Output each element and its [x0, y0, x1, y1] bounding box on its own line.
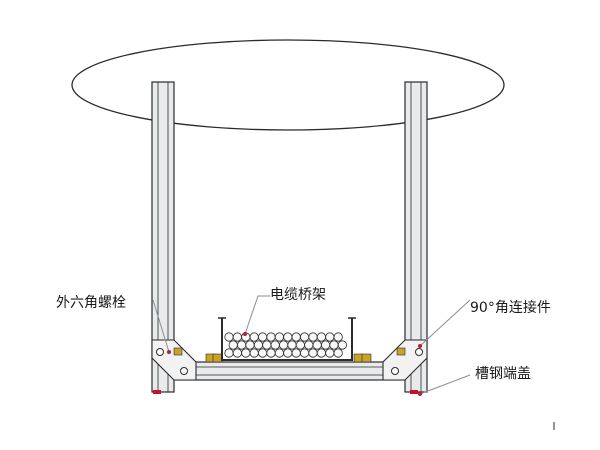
cable	[232, 348, 242, 358]
cable	[266, 348, 276, 358]
cable	[325, 348, 335, 358]
right-angle-connector	[382, 339, 428, 381]
cable	[270, 340, 280, 350]
cable	[291, 332, 301, 342]
cable	[329, 340, 339, 350]
cable	[257, 348, 268, 358]
ceiling-ellipse	[71, 39, 505, 131]
cable	[304, 340, 314, 350]
cable-bundle	[224, 332, 347, 358]
cable	[253, 340, 263, 350]
cable	[337, 340, 347, 350]
cable	[232, 332, 242, 342]
cable	[333, 348, 343, 358]
cable	[308, 332, 318, 342]
cable	[249, 348, 259, 358]
cable	[266, 332, 276, 342]
cable	[237, 340, 247, 350]
cable	[308, 348, 318, 358]
cable	[287, 340, 297, 350]
cable	[249, 332, 259, 342]
cable	[241, 348, 251, 358]
cable	[257, 332, 268, 342]
cable	[274, 348, 284, 358]
cable	[325, 332, 335, 342]
cable	[262, 340, 272, 350]
cable	[320, 340, 331, 350]
cable	[278, 340, 289, 350]
angle-connector-label: 90°角连接件	[470, 300, 551, 316]
cable	[312, 340, 322, 350]
cable	[224, 332, 234, 342]
cable	[245, 340, 255, 350]
hex-bolt-label: 外六角螺栓	[56, 295, 126, 311]
cable	[316, 348, 326, 358]
leader-lines	[152, 295, 471, 395]
end-caps	[153, 390, 418, 394]
cable	[295, 340, 305, 350]
left-angle-connector	[151, 339, 197, 381]
cable	[299, 348, 310, 358]
hex-bolts	[173, 347, 406, 363]
cable	[333, 332, 343, 342]
cable	[316, 332, 326, 342]
cable	[299, 332, 310, 342]
cable-tray-label: 电缆桥架	[270, 287, 326, 303]
cable	[283, 348, 293, 358]
cable	[228, 340, 238, 350]
cable	[291, 348, 301, 358]
horizontal-beam	[173, 361, 406, 381]
cable-tray	[218, 317, 356, 361]
end-cap-label: 槽钢端盖	[475, 366, 531, 382]
cable	[274, 332, 284, 342]
cable	[224, 348, 234, 358]
cable	[283, 332, 293, 342]
leader-tips	[167, 332, 422, 396]
